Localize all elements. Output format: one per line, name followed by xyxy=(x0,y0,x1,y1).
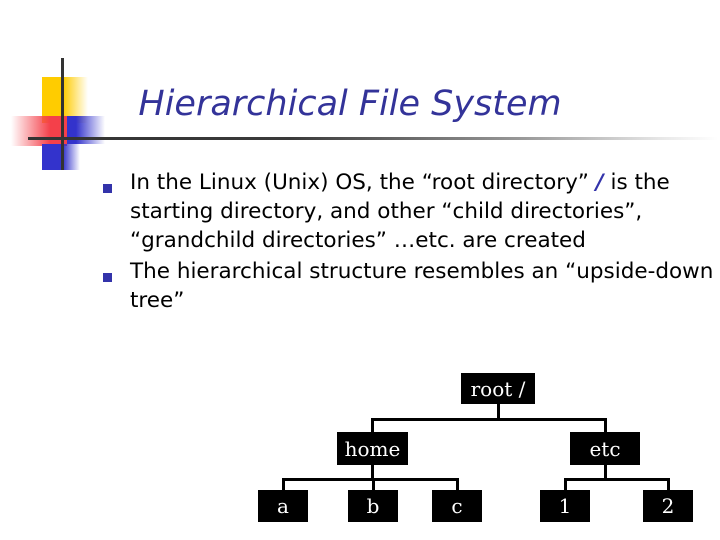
tree-edge-drop-home-c xyxy=(456,478,459,490)
tree-edge-stem-root xyxy=(497,404,500,421)
title-divider-line xyxy=(28,137,718,140)
tree-node-b[interactable]: b xyxy=(348,490,398,522)
tree-edge-drop-root-home xyxy=(371,418,374,432)
bullet-text-2: The hierarchical structure resembles an … xyxy=(130,257,715,315)
tree-edge-bus-home xyxy=(282,478,459,481)
page-title: Hierarchical File System xyxy=(138,84,562,124)
tree-node-a[interactable]: a xyxy=(258,490,308,522)
tree-node-home[interactable]: home xyxy=(337,432,408,465)
root-slash-accent: / xyxy=(595,170,604,195)
tree-node-label: 2 xyxy=(661,494,675,518)
tree-edge-drop-etc-one xyxy=(564,478,567,490)
tree-edge-drop-home-a xyxy=(282,478,285,490)
decorative-logo xyxy=(0,50,180,170)
tree-node-c[interactable]: c xyxy=(432,490,482,522)
logo-yellow-square xyxy=(42,77,88,123)
tree-edge-stem-etc xyxy=(604,465,607,481)
list-item: In the Linux (Unix) OS, the “root direct… xyxy=(100,168,715,255)
bullet-text-1: In the Linux (Unix) OS, the “root direct… xyxy=(130,168,715,255)
logo-red-square xyxy=(11,116,67,146)
tree-node-label: a xyxy=(277,494,289,518)
tree-node-label: root / xyxy=(470,376,526,401)
list-item: The hierarchical structure resembles an … xyxy=(100,257,715,315)
tree-node-two[interactable]: 2 xyxy=(643,490,693,522)
bullet-1-text-after: is the starting directory, and other “ch… xyxy=(130,170,670,253)
tree-edge-stem-home xyxy=(371,465,374,481)
tree-edge-drop-etc-two xyxy=(667,478,670,490)
tree-edge-bus-root xyxy=(371,418,607,421)
tree-node-label: b xyxy=(366,494,380,518)
tree-node-etc[interactable]: etc xyxy=(570,432,640,465)
tree-node-label: etc xyxy=(589,436,621,461)
bullet-1-text-before: In the Linux (Unix) OS, the “root direct… xyxy=(130,170,596,195)
tree-edge-drop-root-etc xyxy=(604,418,607,432)
tree-node-label: home xyxy=(344,436,401,461)
tree-node-root[interactable]: root / xyxy=(461,373,535,404)
tree-node-label: c xyxy=(451,494,463,518)
square-bullet-icon xyxy=(103,273,112,282)
tree-node-label: 1 xyxy=(558,494,572,518)
tree-edge-drop-home-b xyxy=(372,478,375,490)
logo-vertical-line xyxy=(61,58,64,170)
square-bullet-icon xyxy=(103,184,112,193)
tree-edge-bus-etc xyxy=(564,478,670,481)
tree-node-one[interactable]: 1 xyxy=(540,490,590,522)
bullet-2-text: The hierarchical structure resembles an … xyxy=(130,259,714,313)
bullet-list: In the Linux (Unix) OS, the “root direct… xyxy=(100,168,715,317)
